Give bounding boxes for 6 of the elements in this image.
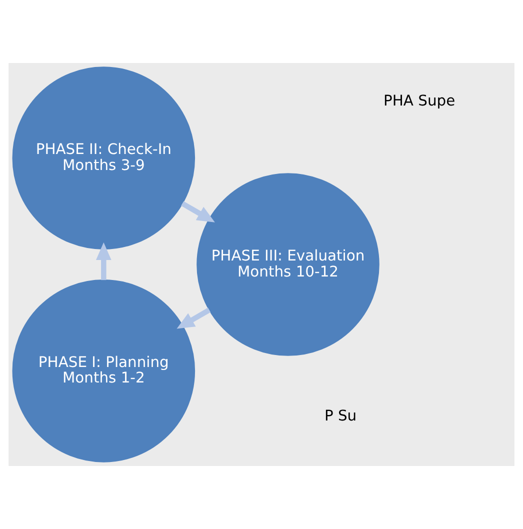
label: P Su — [324, 408, 357, 425]
arrow — [181, 201, 215, 222]
arrow — [176, 308, 211, 329]
label: PHA Supe — [384, 92, 456, 110]
node-circle: PHASE II: Check-In Months 3-9 — [12, 66, 196, 250]
arrow — [96, 242, 112, 280]
